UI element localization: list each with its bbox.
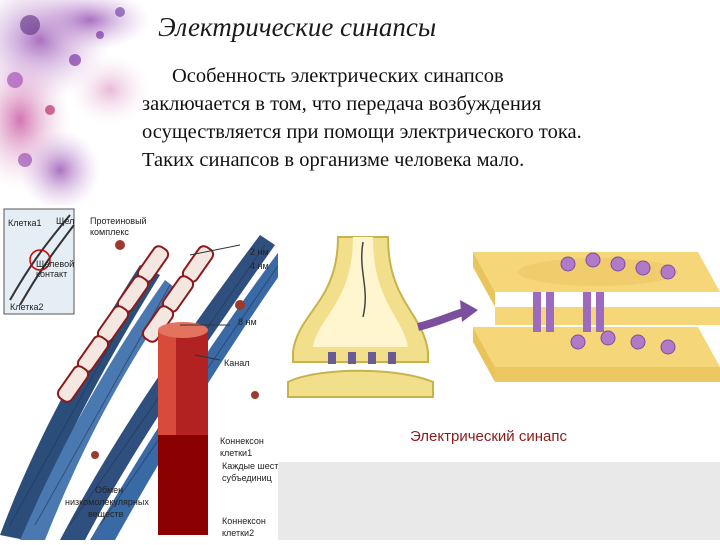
label-gap-contact-1: Щелевой (36, 259, 75, 269)
label-2nm: 2 нм (250, 247, 269, 257)
label-connexon2-a: Коннексон (222, 516, 266, 526)
label-protein-complex-1: Протеиновый (90, 216, 147, 226)
electrical-synapse-illustration (287, 236, 720, 398)
label-cell2: Клетка2 (10, 302, 44, 312)
label-connexon2-b: клетки2 (222, 528, 255, 538)
label-gap-contact-2: контакт (36, 269, 68, 279)
label-cell1: Клетка1 (8, 218, 42, 228)
label-connexon1-b: клетки1 (220, 448, 253, 458)
decorative-splash (0, 0, 160, 230)
label-exchange-b: низкомолекулярных (65, 497, 149, 507)
label-six-a: Каждые шесть (222, 461, 284, 471)
label-exchange-a: Обмен (95, 485, 124, 495)
gap-junction-figure: Клетка1 Щел Протеиновый комплекс Щелевой… (0, 205, 290, 540)
paragraph-line-1-text: Особенность электрических синапсов (172, 65, 504, 87)
paragraph-line-3: осуществляется при помощи электрического… (142, 121, 582, 143)
slide-title: Электрические синапсы (158, 12, 437, 42)
label-six-b: субъединиц (222, 473, 272, 483)
label-connexon1-a: Коннексон (220, 436, 264, 446)
label-gap-short: Щел (56, 216, 75, 226)
paragraph-line-1: Особенность электрических синапсов (142, 62, 712, 90)
figure-caption: Электрический синапс (410, 428, 567, 445)
label-protein-complex-2: комплекс (90, 227, 129, 237)
slide-paragraph: Особенность электрических синапсов заклю… (142, 62, 712, 174)
label-8nm: 8 нм (238, 317, 257, 327)
label-4nm: 4 нм (250, 261, 269, 271)
paragraph-line-2: заключается в том, что передача возбужде… (142, 93, 542, 115)
label-exchange-c: веществ (88, 509, 124, 519)
electrical-synapse-figure (278, 192, 720, 462)
background-strip (278, 462, 720, 540)
gap-junction-illustration (0, 208, 290, 540)
paragraph-line-4: Таких синапсов в организме человека мало… (142, 149, 525, 171)
label-channel: Канал (224, 358, 250, 368)
